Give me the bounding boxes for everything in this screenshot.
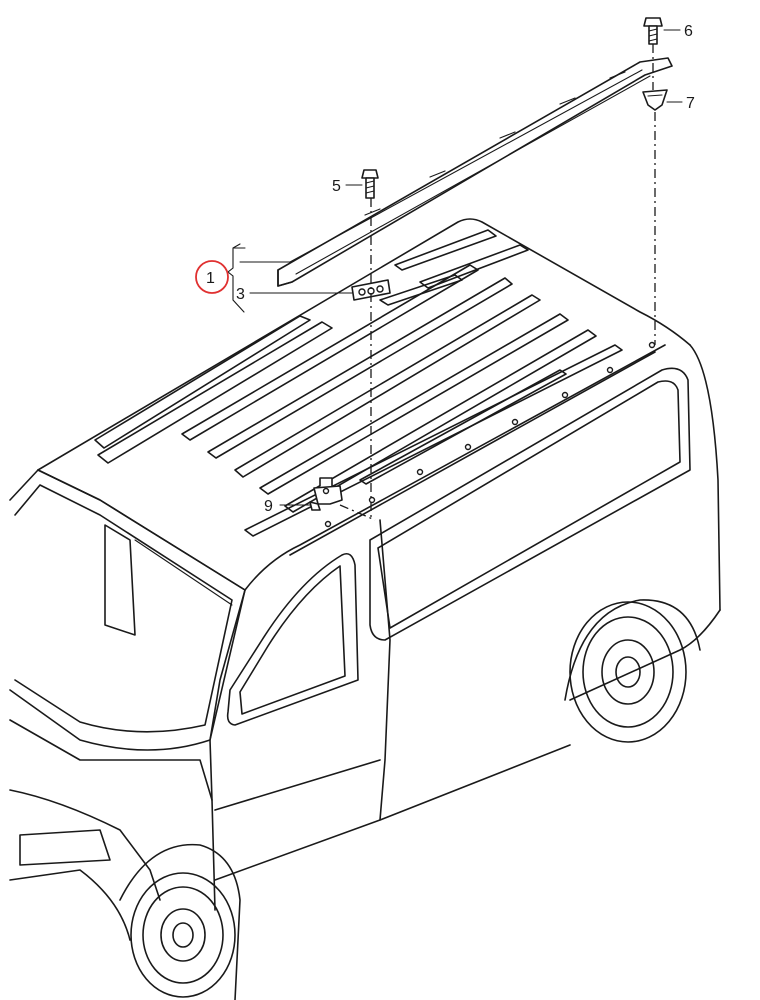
van-body (9, 218, 721, 1000)
screw-icon[interactable] (643, 17, 663, 45)
roof-rail[interactable] (277, 57, 673, 287)
leader-lines (227, 29, 683, 506)
mounting-holes (324, 341, 656, 528)
roof-ribs (94, 229, 623, 537)
callout-9[interactable]: 9 (264, 498, 273, 515)
front-wheel (130, 872, 236, 998)
clip-icon[interactable] (642, 89, 668, 111)
callout-7[interactable]: 7 (686, 95, 695, 112)
callout-6[interactable]: 6 (684, 23, 693, 40)
rear-wheel (569, 601, 687, 743)
callout-3[interactable]: 3 (236, 286, 245, 303)
callout-5[interactable]: 5 (332, 178, 341, 195)
bracket-icon[interactable] (309, 477, 343, 511)
bolt-icon[interactable] (361, 169, 379, 199)
callout-1[interactable]: 1 (206, 270, 215, 287)
highlight-circle (195, 260, 229, 294)
assembly-lines (339, 44, 656, 521)
